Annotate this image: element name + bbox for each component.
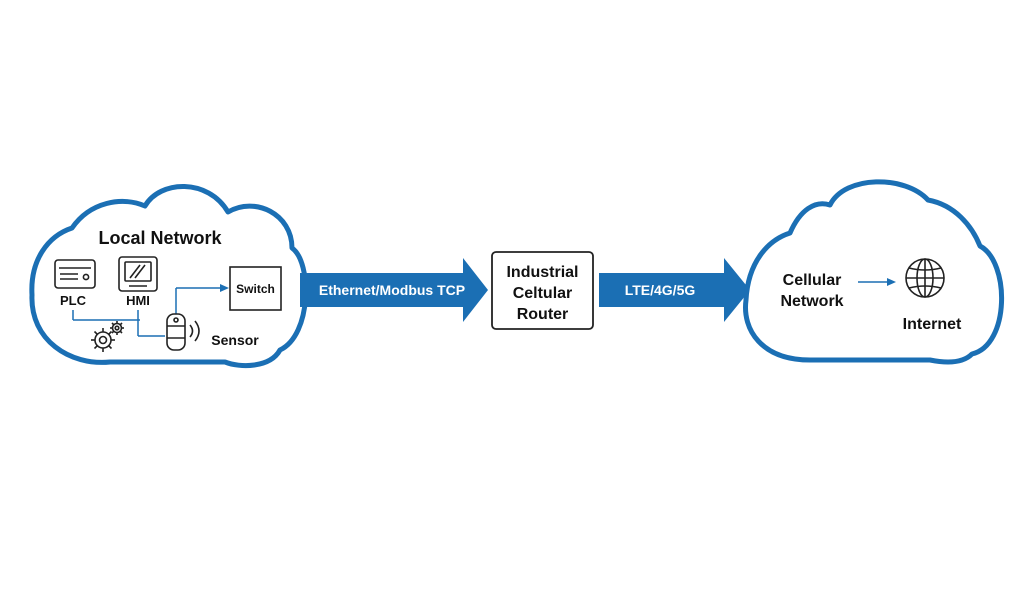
hmi-screen-icon — [118, 256, 158, 292]
lte-label: LTE/4G/5G — [625, 282, 696, 298]
router-label-line2: Celtular — [513, 285, 573, 302]
plc-device-icon — [54, 259, 96, 289]
globe-icon — [905, 258, 945, 298]
sensor-label: Sensor — [211, 332, 259, 348]
sensor-icon — [166, 313, 200, 351]
ethernet-modbus-arrow — [300, 258, 488, 322]
plc-label: PLC — [60, 293, 87, 308]
switch-box — [229, 266, 282, 311]
cellular-cloud-outline — [743, 179, 1005, 365]
local-bus-lines — [72, 287, 222, 337]
internet-arrowhead — [887, 278, 896, 286]
gears-icon — [91, 321, 124, 352]
switch-arrowhead — [220, 284, 229, 292]
cellular-label-line2: Network — [780, 293, 843, 310]
local-network-title: Local Network — [98, 228, 222, 248]
hmi-label: HMI — [126, 293, 150, 308]
switch-label: Switch — [236, 282, 275, 296]
cellular-network-cloud — [743, 179, 1005, 365]
router-label-line1: Industrial — [506, 264, 578, 281]
cellular-label-line1: Cellular — [783, 272, 842, 289]
router-label-line3: Router — [517, 306, 569, 323]
industrial-router-box — [491, 251, 594, 330]
internet-label: Internet — [903, 316, 962, 333]
ethernet-modbus-label: Ethernet/Modbus TCP — [319, 282, 465, 298]
lte-arrow — [599, 258, 750, 322]
